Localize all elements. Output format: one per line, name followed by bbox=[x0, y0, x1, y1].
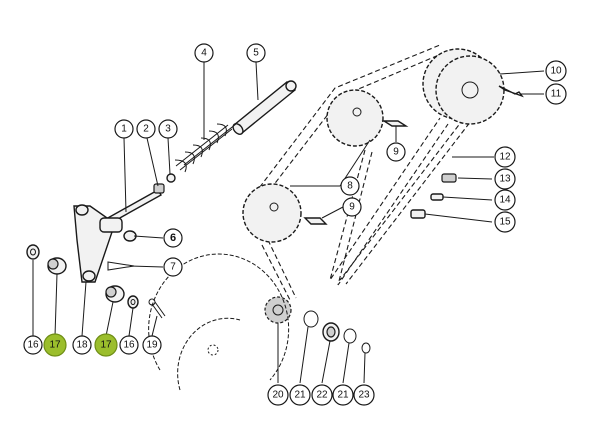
lever-arm-18 bbox=[73, 204, 123, 283]
chain-link-14 bbox=[430, 193, 444, 201]
svg-text:16: 16 bbox=[27, 340, 39, 351]
chain-link-15 bbox=[410, 209, 426, 219]
svg-text:21: 21 bbox=[294, 390, 306, 401]
svg-text:13: 13 bbox=[499, 174, 511, 185]
callout-7: 7 bbox=[163, 257, 183, 277]
svg-text:18: 18 bbox=[76, 340, 88, 351]
washer-3 bbox=[166, 173, 176, 183]
svg-text:16: 16 bbox=[123, 340, 135, 351]
svg-text:22: 22 bbox=[316, 390, 328, 401]
callout-18: 18 bbox=[72, 335, 92, 355]
callout-21-left: 21 bbox=[289, 384, 311, 406]
bushing-17-right bbox=[105, 285, 125, 303]
sprocket-lower-8 bbox=[242, 183, 302, 243]
svg-text:7: 7 bbox=[170, 262, 176, 273]
svg-text:17: 17 bbox=[100, 340, 112, 351]
drive-sprocket-20 bbox=[264, 296, 292, 324]
callout-19: 19 bbox=[142, 335, 162, 355]
svg-text:2: 2 bbox=[143, 124, 149, 135]
callout-20: 20 bbox=[267, 384, 289, 406]
callout-2: 2 bbox=[136, 119, 156, 139]
callout-17-right: 17 bbox=[94, 333, 118, 357]
callout-3: 3 bbox=[158, 119, 178, 139]
svg-text:14: 14 bbox=[499, 195, 511, 206]
washer-16-left bbox=[26, 244, 40, 260]
callout-12: 12 bbox=[494, 146, 516, 168]
bushing-17-left bbox=[47, 257, 67, 275]
callout-4: 4 bbox=[194, 43, 214, 63]
large-background-sprocket bbox=[148, 253, 290, 391]
cotter-pin-19 bbox=[148, 298, 166, 319]
svg-text:20: 20 bbox=[272, 390, 284, 401]
callout-14: 14 bbox=[494, 189, 516, 211]
svg-text:9: 9 bbox=[349, 202, 355, 213]
svg-text:1: 1 bbox=[121, 124, 127, 135]
svg-text:9: 9 bbox=[393, 147, 399, 158]
callout-11: 11 bbox=[545, 83, 567, 105]
callout-16-right: 16 bbox=[119, 335, 139, 355]
key-9-upper bbox=[381, 120, 409, 127]
svg-text:21: 21 bbox=[337, 390, 349, 401]
callouts: 1 2 3 4 5 6 7 8 9 9 10 11 12 13 14 15 16… bbox=[23, 43, 567, 406]
double-sprocket-10 bbox=[422, 48, 505, 125]
callout-17-left: 17 bbox=[43, 333, 67, 357]
svg-text:19: 19 bbox=[146, 340, 158, 351]
svg-text:15: 15 bbox=[499, 217, 511, 228]
snap-ring-23 bbox=[361, 342, 371, 354]
callout-10: 10 bbox=[545, 60, 567, 82]
svg-text:5: 5 bbox=[253, 48, 259, 59]
shaft-5 bbox=[232, 80, 297, 135]
circlip-21-left bbox=[303, 310, 319, 328]
key-9-lower bbox=[303, 217, 328, 225]
callout-8: 8 bbox=[340, 176, 360, 196]
callout-6: 6 bbox=[163, 228, 183, 248]
callout-15: 15 bbox=[494, 211, 516, 233]
svg-text:6: 6 bbox=[170, 232, 176, 244]
chain-link-13 bbox=[441, 173, 457, 183]
callout-9-lower: 9 bbox=[342, 197, 362, 217]
callout-23: 23 bbox=[353, 384, 375, 406]
callout-22: 22 bbox=[311, 384, 333, 406]
callout-5: 5 bbox=[246, 43, 266, 63]
pin-7 bbox=[107, 261, 135, 271]
sprocket-upper-8 bbox=[326, 89, 384, 147]
callout-16-left: 16 bbox=[23, 335, 43, 355]
svg-text:17: 17 bbox=[49, 340, 61, 351]
svg-text:11: 11 bbox=[551, 89, 562, 100]
washer-16-right bbox=[127, 295, 139, 309]
callout-9-upper: 9 bbox=[386, 142, 406, 162]
callout-13: 13 bbox=[494, 168, 516, 190]
circlip-21-right bbox=[343, 328, 357, 344]
svg-text:12: 12 bbox=[499, 152, 511, 163]
svg-text:23: 23 bbox=[358, 390, 370, 401]
spring-4 bbox=[174, 123, 237, 173]
svg-text:8: 8 bbox=[347, 181, 353, 192]
svg-text:10: 10 bbox=[550, 66, 562, 77]
bearing-22 bbox=[322, 322, 340, 342]
callout-21-right: 21 bbox=[332, 384, 354, 406]
svg-text:4: 4 bbox=[201, 48, 207, 59]
nut-2 bbox=[153, 183, 165, 194]
callout-1: 1 bbox=[114, 119, 134, 139]
svg-text:3: 3 bbox=[165, 124, 171, 135]
